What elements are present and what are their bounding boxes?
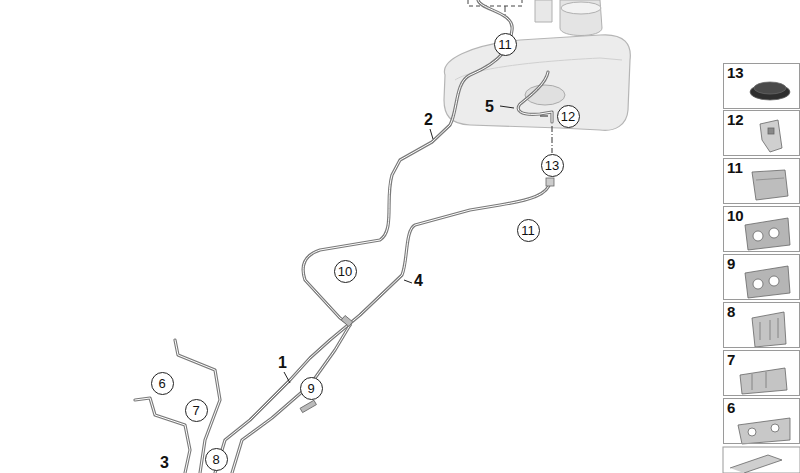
callout-number: 10 (727, 208, 744, 225)
callout-circle: 13 (541, 154, 564, 177)
part-panel-cell: 8 (723, 302, 800, 348)
callout-number: 12 (727, 112, 744, 129)
callout-number: 13 (545, 159, 559, 172)
part-number: 4 (414, 273, 423, 289)
callout-circle: 7 (185, 399, 208, 422)
callout-number: 6 (727, 400, 735, 417)
callout-circle: 6 (151, 372, 174, 395)
callout-number: 9 (727, 256, 735, 273)
callout-circle: 9 (300, 377, 323, 400)
callout-circle: 11 (517, 219, 540, 242)
callout-number: 11 (521, 224, 535, 237)
callout-number: 8 (727, 304, 735, 321)
callout-number: 11 (498, 38, 512, 51)
part-panel-cell: 11 (723, 158, 800, 204)
callout-number: 11 (727, 160, 743, 177)
part-panel-cell: 13 (723, 63, 800, 109)
callout-number: 10 (338, 265, 352, 278)
callout-number: 8 (212, 453, 219, 466)
part-number: 5 (485, 99, 494, 115)
part-number: 2 (424, 112, 433, 128)
callout-number: 12 (561, 110, 575, 123)
callout-number: 7 (727, 352, 735, 369)
part-number: 1 (278, 355, 287, 371)
part-panel-cell: 6 (723, 398, 800, 444)
part-panel-cell: 12 (723, 110, 800, 156)
part-panel-cell: 10 (723, 206, 800, 252)
callout-circle: 10 (334, 260, 357, 283)
callout-circle: 11 (494, 33, 517, 56)
callout-number: 6 (158, 377, 165, 390)
callout-circle: 8 (205, 448, 228, 471)
part-panel-cell: 9 (723, 254, 800, 300)
part-panel-cell: 7 (723, 350, 800, 396)
callout-number: 13 (727, 65, 744, 82)
part-number: 3 (160, 455, 169, 471)
callout-circle: 12 (557, 105, 580, 128)
callout-number: 7 (192, 404, 199, 417)
callout-number: 9 (307, 382, 314, 395)
